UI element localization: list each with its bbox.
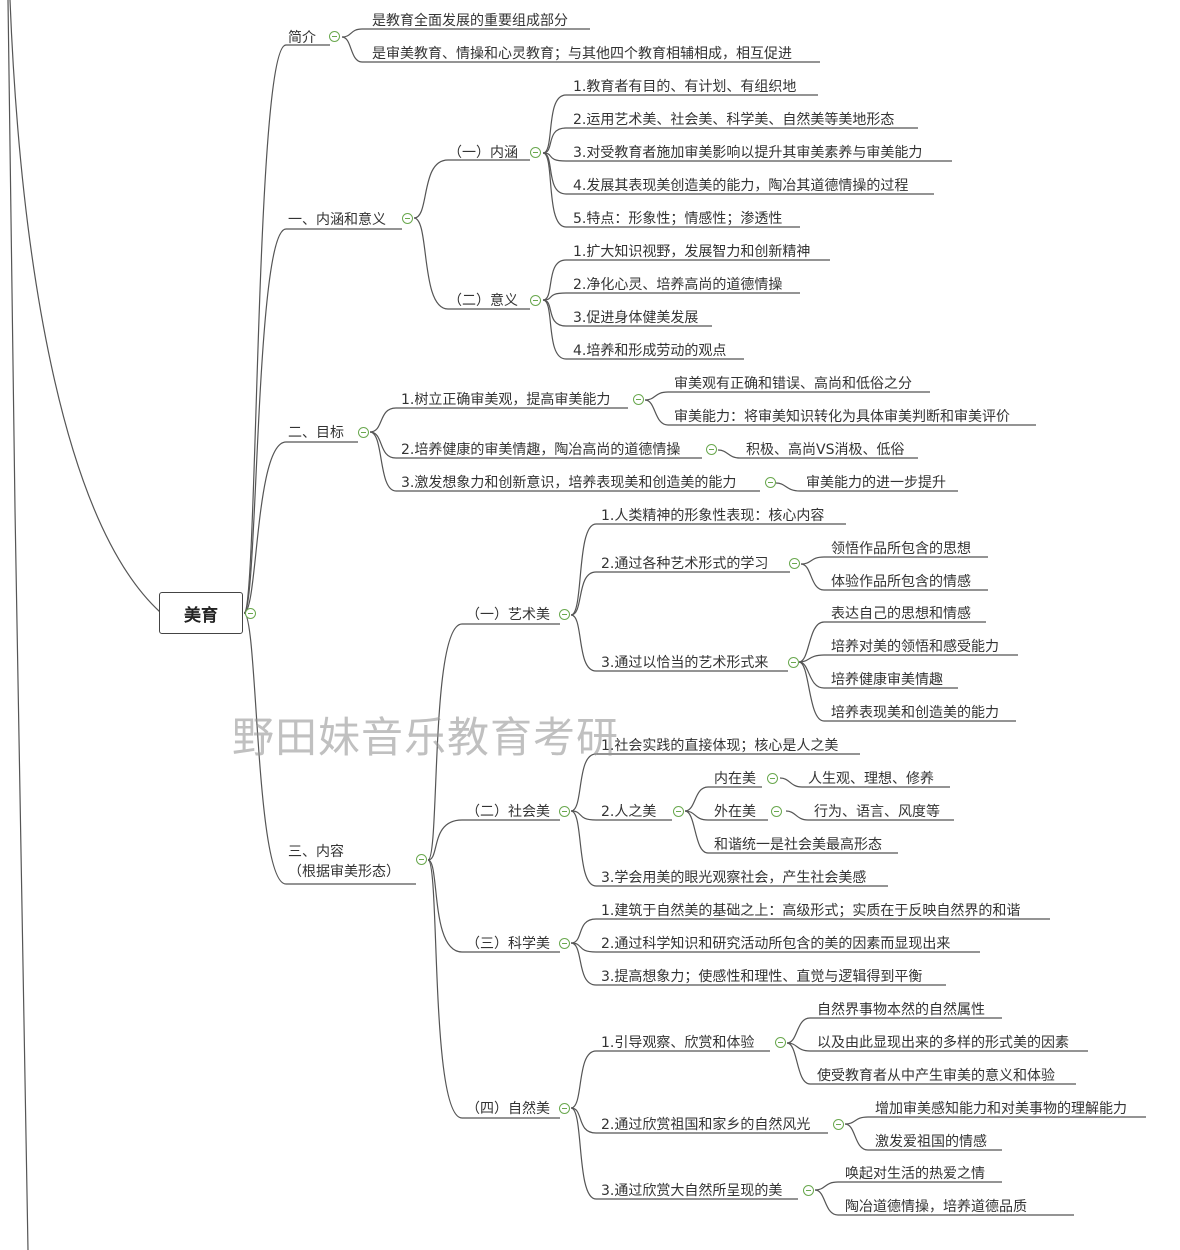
neihan-item-3: 3.对受教育者施加审美影响以提升其审美素养与审美能力 <box>573 145 923 161</box>
collapse-minus-icon[interactable] <box>530 295 541 306</box>
art-3-item-1: 表达自己的思想和情感 <box>831 606 971 622</box>
neihan-item-4: 4.发展其表现美创造美的能力，陶冶其道德情操的过程 <box>573 178 909 194</box>
outer-beauty-value: 行为、语言、风度等 <box>814 804 940 820</box>
branch-intro[interactable]: 简介 <box>288 30 316 46</box>
art-3-item-4: 培养表现美和创造美的能力 <box>831 705 999 721</box>
art-2-item-1: 领悟作品所包含的思想 <box>831 541 971 557</box>
collapse-minus-icon[interactable] <box>358 427 369 438</box>
art-label[interactable]: （一）艺术美 <box>466 607 550 623</box>
nature-3-item-2: 陶冶道德情操，培养道德品质 <box>845 1199 1027 1215</box>
outer-beauty[interactable]: 外在美 <box>714 804 756 820</box>
inner-beauty-value: 人生观、理想、修养 <box>808 771 934 787</box>
collapse-minus-icon[interactable] <box>245 608 256 619</box>
intro-item-2: 是审美教育、情操和心灵教育；与其他四个教育相辅相成，相互促进 <box>372 46 792 62</box>
collapse-minus-icon[interactable] <box>416 854 427 865</box>
social-label[interactable]: （二）社会美 <box>466 804 550 820</box>
goal-1-item-1: 审美观有正确和错误、高尚和低俗之分 <box>674 376 912 392</box>
collapse-minus-icon[interactable] <box>775 1037 786 1048</box>
branch-meaning[interactable]: 一、内涵和意义 <box>288 212 386 228</box>
collapse-minus-icon[interactable] <box>559 806 570 817</box>
nature-1-item-1: 自然界事物本然的自然属性 <box>817 1002 985 1018</box>
collapse-minus-icon[interactable] <box>706 444 717 455</box>
nature-3-item-1: 唤起对生活的热爱之情 <box>845 1166 985 1182</box>
branch-content-line2[interactable]: （根据审美形态） <box>288 864 400 880</box>
collapse-minus-icon[interactable] <box>833 1119 844 1130</box>
nature-label[interactable]: （四）自然美 <box>466 1101 550 1117</box>
yiyi-item-2: 2.净化心灵、培养高尚的道德情操 <box>573 277 783 293</box>
collapse-minus-icon[interactable] <box>559 609 570 620</box>
art-3-item-2: 培养对美的领悟和感受能力 <box>831 639 999 655</box>
collapse-minus-icon[interactable] <box>771 806 782 817</box>
nature-2[interactable]: 2.通过欣赏祖国和家乡的自然风光 <box>601 1117 811 1133</box>
goal-1[interactable]: 1.树立正确审美观，提高审美能力 <box>401 392 611 408</box>
yiyi-label[interactable]: （二）意义 <box>448 293 518 309</box>
collapse-minus-icon[interactable] <box>803 1185 814 1196</box>
neihan-item-5: 5.特点：形象性；情感性；渗透性 <box>573 211 783 227</box>
collapse-minus-icon[interactable] <box>559 938 570 949</box>
goal-2[interactable]: 2.培养健康的审美情趣，陶冶高尚的道德情操 <box>401 442 681 458</box>
social-2[interactable]: 2.人之美 <box>601 804 657 820</box>
yiyi-item-4: 4.培养和形成劳动的观点 <box>573 343 727 359</box>
science-1: 1.建筑于自然美的基础之上：高级形式；实质在于反映自然界的和谐 <box>601 903 1021 919</box>
social-3: 3.学会用美的眼光观察社会，产生社会美感 <box>601 870 867 886</box>
social-1: 1.社会实践的直接体现；核心是人之美 <box>601 738 839 754</box>
neihan-item-2: 2.运用艺术美、社会美、科学美、自然美等美地形态 <box>573 112 895 128</box>
goal-3[interactable]: 3.激发想象力和创新意识，培养表现美和创造美的能力 <box>401 475 737 491</box>
collapse-minus-icon[interactable] <box>765 477 776 488</box>
neihan-label[interactable]: （一）内涵 <box>448 145 518 161</box>
art-2-item-2: 体验作品所包含的情感 <box>831 574 971 590</box>
nature-1[interactable]: 1.引导观察、欣赏和体验 <box>601 1035 755 1051</box>
harmony: 和谐统一是社会美最高形态 <box>714 837 882 853</box>
goal-1-item-2: 审美能力：将审美知识转化为具体审美判断和审美评价 <box>674 409 1010 425</box>
goal-2-item-1: 积极、高尚VS消极、低俗 <box>746 442 905 458</box>
branch-goals[interactable]: 二、目标 <box>288 425 344 441</box>
nature-3[interactable]: 3.通过欣赏大自然所呈现的美 <box>601 1183 783 1199</box>
collapse-minus-icon[interactable] <box>559 1103 570 1114</box>
science-3: 3.提高想象力；使感性和理性、直觉与逻辑得到平衡 <box>601 969 923 985</box>
intro-item-1: 是教育全面发展的重要组成部分 <box>372 13 568 29</box>
science-2: 2.通过科学知识和研究活动所包含的美的因素而显现出来 <box>601 936 951 952</box>
art-3-item-3: 培养健康审美情趣 <box>831 672 943 688</box>
root-node[interactable]: 美育 <box>159 592 243 634</box>
watermark: 野田妹音乐教育考研 <box>232 713 620 762</box>
nature-2-item-1: 增加审美感知能力和对美事物的理解能力 <box>875 1101 1127 1117</box>
nature-2-item-2: 激发爱祖国的情感 <box>875 1134 987 1150</box>
nature-1-item-2: 以及由此显现出来的多样的形式美的因素 <box>817 1035 1069 1051</box>
collapse-minus-icon[interactable] <box>402 213 413 224</box>
goal-3-item-1: 审美能力的进一步提升 <box>806 475 946 491</box>
collapse-minus-icon[interactable] <box>530 147 541 158</box>
collapse-minus-icon[interactable] <box>788 657 799 668</box>
branch-content-line1[interactable]: 三、内容 <box>288 844 344 860</box>
art-3[interactable]: 3.通过以恰当的艺术形式来 <box>601 655 769 671</box>
science-label[interactable]: （三）科学美 <box>466 936 550 952</box>
collapse-minus-icon[interactable] <box>673 806 684 817</box>
collapse-minus-icon[interactable] <box>329 31 340 42</box>
collapse-minus-icon[interactable] <box>633 394 644 405</box>
collapse-minus-icon[interactable] <box>767 773 778 784</box>
neihan-item-1: 1.教育者有目的、有计划、有组织地 <box>573 79 797 95</box>
inner-beauty[interactable]: 内在美 <box>714 771 756 787</box>
nature-1-item-3: 使受教育者从中产生审美的意义和体验 <box>817 1068 1055 1084</box>
yiyi-item-1: 1.扩大知识视野，发展智力和创新精神 <box>573 244 811 260</box>
art-1: 1.人类精神的形象性表现：核心内容 <box>601 508 825 524</box>
collapse-minus-icon[interactable] <box>789 558 800 569</box>
art-2[interactable]: 2.通过各种艺术形式的学习 <box>601 556 769 572</box>
yiyi-item-3: 3.促进身体健美发展 <box>573 310 699 326</box>
